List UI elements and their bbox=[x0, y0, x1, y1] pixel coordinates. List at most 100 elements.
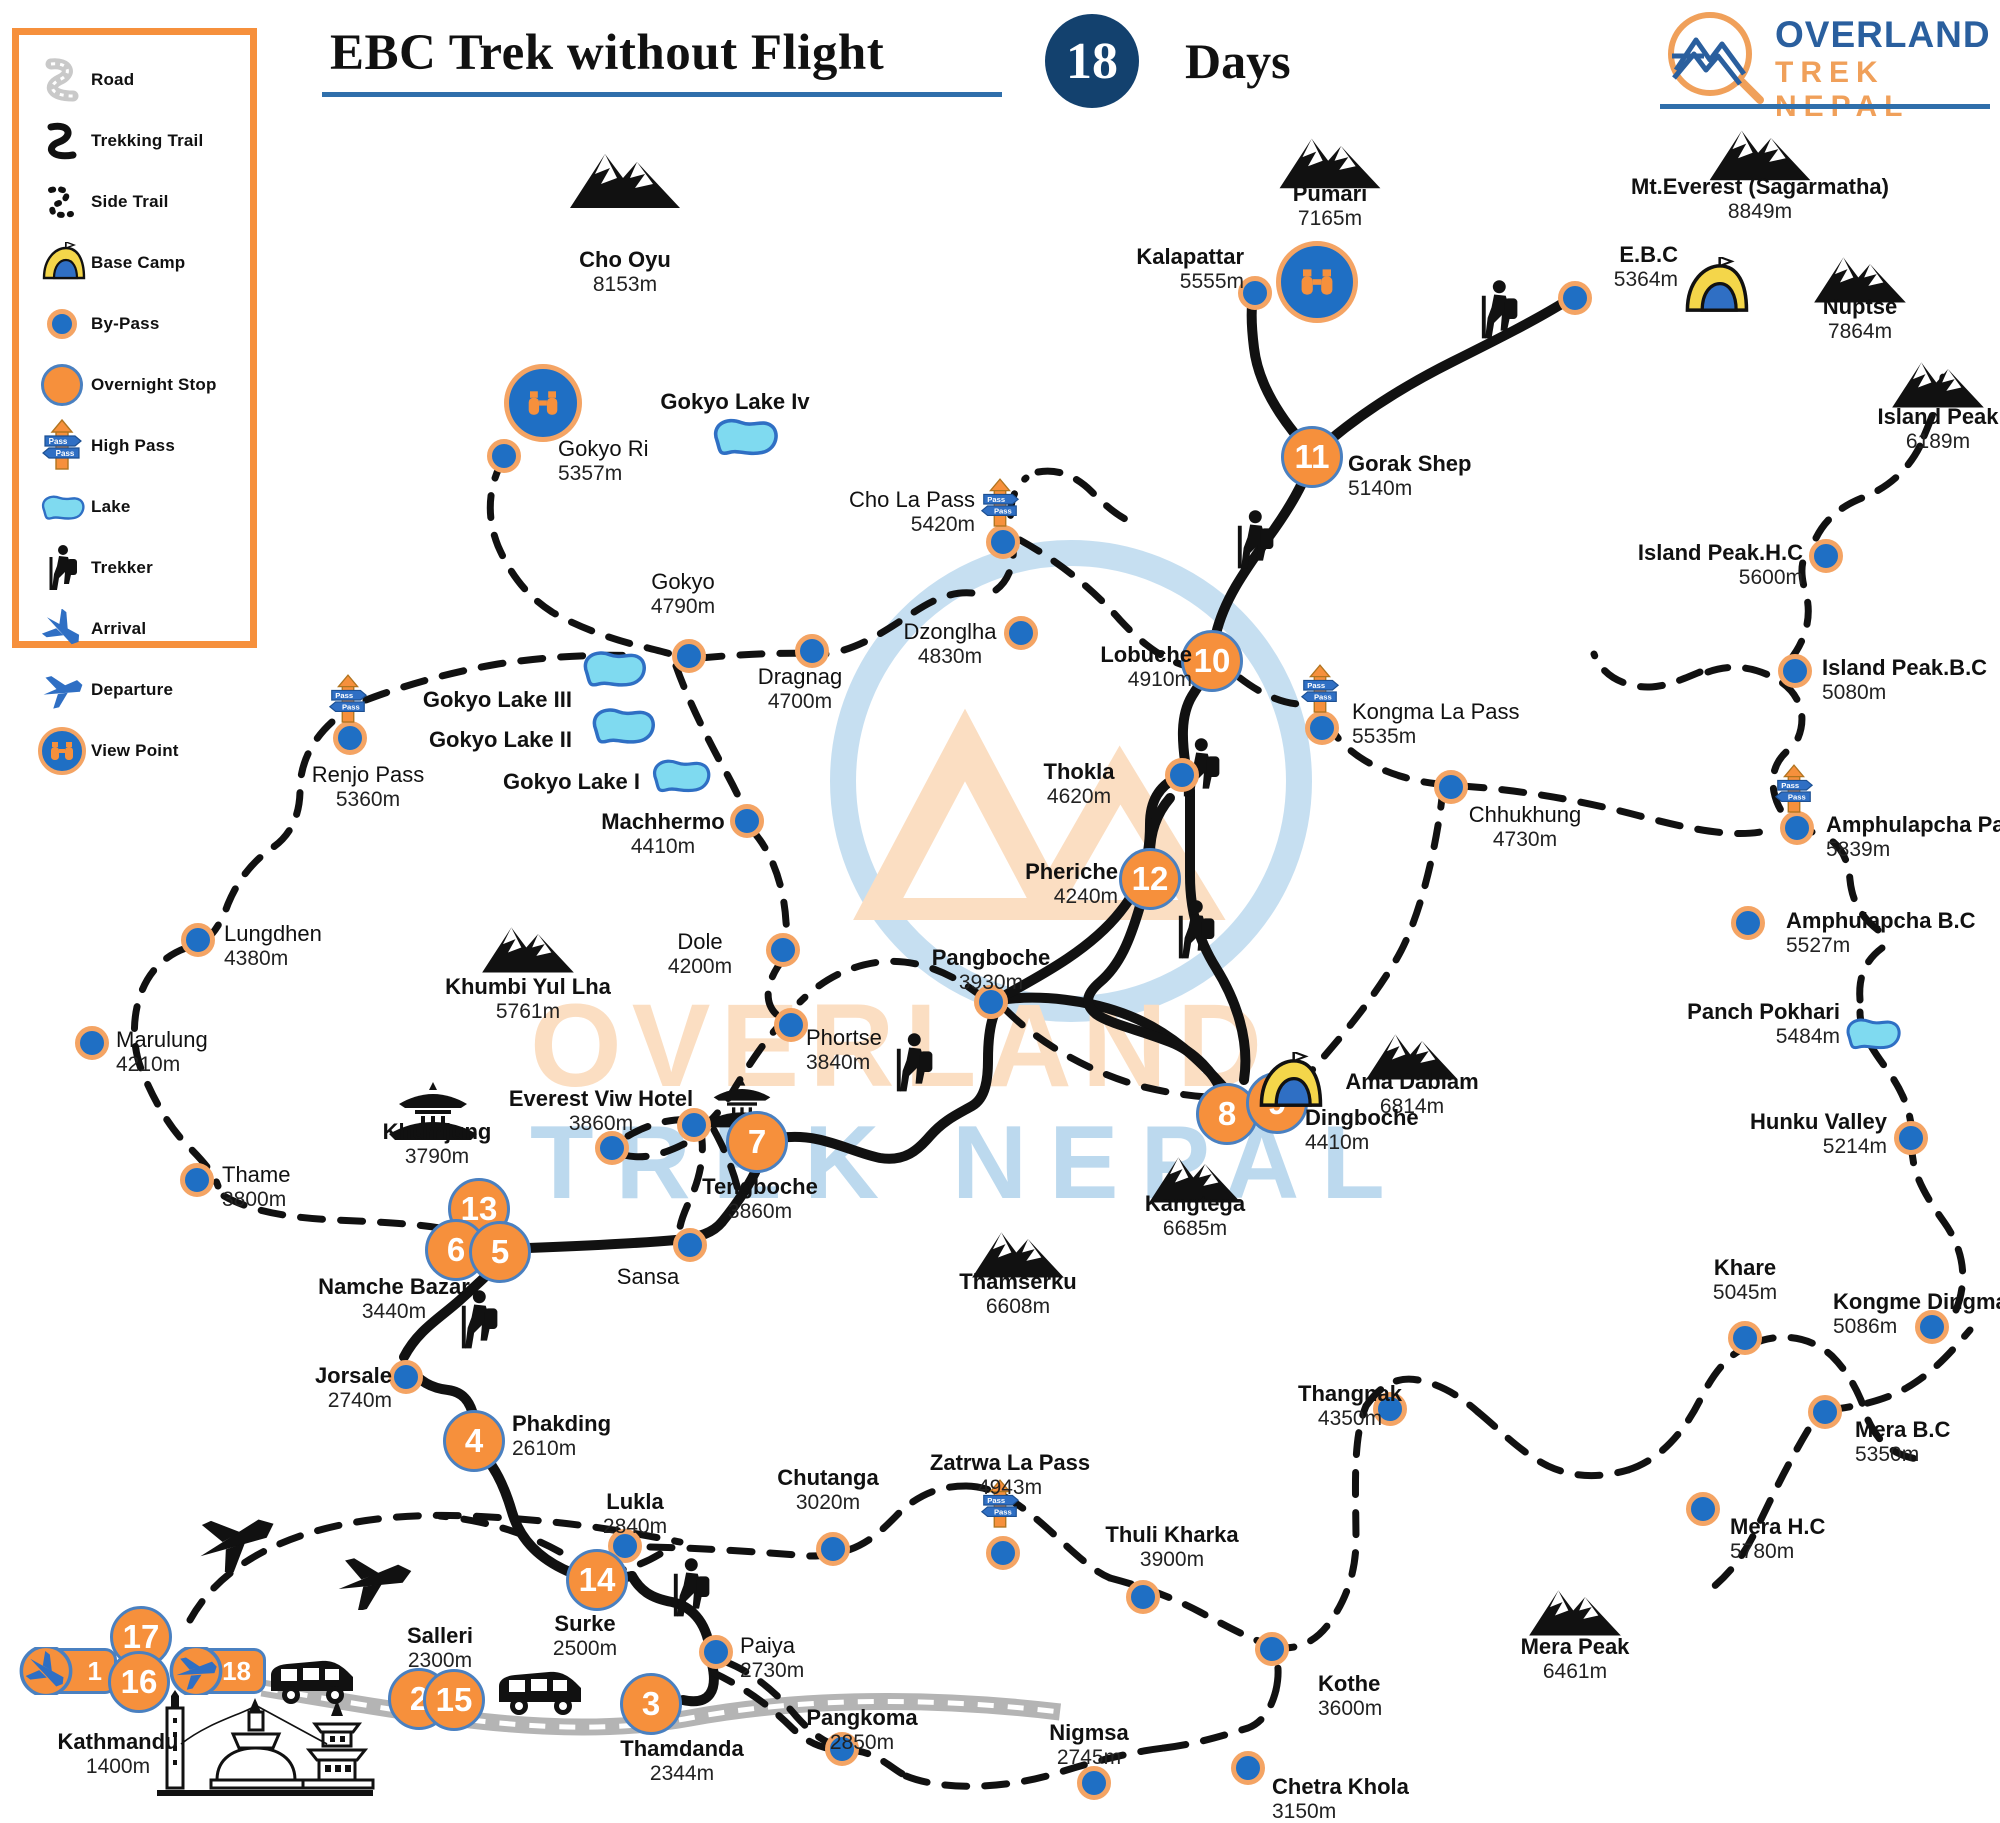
by-pass-dot-machhermo[interactable] bbox=[730, 804, 764, 838]
by-pass-dot-island-peak-bc[interactable] bbox=[1778, 654, 1812, 688]
by-pass-dot-dragnag[interactable] bbox=[795, 634, 829, 668]
by-pass-dot-amphulapcha-pass[interactable] bbox=[1780, 811, 1814, 845]
mountain-icon-kangtega bbox=[1149, 1157, 1241, 1203]
label-mera-hc: Mera H.C 5780m bbox=[1730, 1514, 1826, 1563]
by-pass-dot-mera-bc[interactable] bbox=[1808, 1395, 1842, 1429]
legend-item-high-pass: Pass Pass High Pass bbox=[33, 415, 242, 476]
logo-mountain-icon bbox=[1668, 12, 1764, 104]
vehicle-icon-kathmandu bbox=[271, 1660, 353, 1704]
by-pass-dot-lungdhen[interactable] bbox=[181, 923, 215, 957]
overnight-stop-12[interactable]: 12 bbox=[1119, 848, 1181, 910]
view-point-icon bbox=[33, 726, 91, 776]
label-khumjung: Khumjung 3790m bbox=[382, 1119, 492, 1168]
by-pass-dot-phortse[interactable] bbox=[774, 1008, 808, 1042]
label-kangtega: Kangtega 6685m bbox=[1144, 1191, 1246, 1240]
arrival-plane-icon bbox=[33, 604, 91, 654]
overnight-stop-3[interactable]: 3 bbox=[620, 1673, 682, 1735]
view-point-icon-kalapattar[interactable] bbox=[1276, 241, 1358, 323]
by-pass-dot-pangkoma[interactable] bbox=[825, 1732, 859, 1766]
by-pass-dot-everest-view-hotel[interactable] bbox=[677, 1108, 711, 1142]
by-pass-dot-paiya[interactable] bbox=[699, 1635, 733, 1669]
label-thangnak: Thangnak 4350m bbox=[1298, 1381, 1402, 1430]
by-pass-dot-chhukhung[interactable] bbox=[1434, 770, 1468, 804]
by-pass-dot-gokyo[interactable] bbox=[672, 639, 706, 673]
by-pass-dot-kothe[interactable] bbox=[1255, 1632, 1289, 1666]
by-pass-dot-zatrwa-la-pass[interactable] bbox=[986, 1536, 1020, 1570]
overnight-stop-icon bbox=[33, 360, 91, 410]
by-pass-dot-khumjung[interactable] bbox=[595, 1131, 629, 1165]
by-pass-dot-mera-hc[interactable] bbox=[1686, 1492, 1720, 1526]
label-paiya: Paiya 2730m bbox=[740, 1633, 805, 1682]
page-title: EBC Trek without Flight bbox=[330, 25, 885, 81]
label-nigmsa: Nigmsa 2745m bbox=[1049, 1720, 1129, 1769]
overnight-stop-10[interactable]: 10 bbox=[1181, 630, 1243, 692]
by-pass-dot-nigmsa[interactable] bbox=[1077, 1766, 1111, 1800]
by-pass-dot-thame[interactable] bbox=[180, 1163, 214, 1197]
label-phortse: Phortse 3840m bbox=[806, 1025, 882, 1074]
label-thuli-kharka: Thuli Kharka 3900m bbox=[1105, 1522, 1239, 1571]
label-surke: Surke 2500m bbox=[552, 1611, 618, 1660]
trekker-icon-pangboche bbox=[896, 1033, 933, 1092]
by-pass-dot-thokla[interactable] bbox=[1165, 758, 1199, 792]
by-pass-dot-jorsale[interactable] bbox=[389, 1360, 423, 1394]
by-pass-dot-dzonglha[interactable] bbox=[1004, 616, 1038, 650]
overnight-stop-7[interactable]: 7 bbox=[726, 1111, 788, 1173]
legend-label: Road bbox=[91, 69, 135, 89]
by-pass-dot-dole[interactable] bbox=[766, 933, 800, 967]
label-renjo-pass: Renjo Pass 5360m bbox=[311, 762, 425, 811]
by-pass-dot-sansa[interactable] bbox=[673, 1228, 707, 1262]
map-header: EBC Trek without Flight 18 Days OVERLAND… bbox=[0, 0, 2000, 123]
by-pass-dot-khare[interactable] bbox=[1728, 1321, 1762, 1355]
mountain-icon-thamserku bbox=[972, 1232, 1064, 1278]
svg-text:Pass: Pass bbox=[342, 703, 360, 712]
mountain-icon-island-peak bbox=[1892, 362, 1984, 408]
label-dole: Dole 4200m bbox=[667, 929, 733, 978]
lake-gokyo-ii bbox=[592, 708, 655, 744]
by-pass-dot-ebc[interactable] bbox=[1558, 281, 1592, 315]
by-pass-dot-kongme-dingma[interactable] bbox=[1915, 1310, 1949, 1344]
kathmandu-skyline-icon bbox=[157, 1690, 375, 1796]
label-amphulapcha-pass: Amphulapcha Pass 5839m bbox=[1826, 812, 2000, 861]
label-thamserku: Thamserku 6608m bbox=[959, 1269, 1077, 1318]
by-pass-dot-hunku-valley[interactable] bbox=[1894, 1121, 1928, 1155]
label-marulung: Marulung 4210m bbox=[116, 1027, 208, 1076]
by-pass-dot-island-peak-hc[interactable] bbox=[1809, 539, 1843, 573]
by-pass-dot-kalapattar[interactable] bbox=[1238, 276, 1272, 310]
mountain-icon-pumari bbox=[1279, 138, 1381, 189]
mountain-icon-cho-oyu bbox=[570, 154, 680, 208]
legend-item-departure: Departure bbox=[33, 659, 242, 720]
label-tengboche: Tengboche 3860m bbox=[702, 1174, 818, 1223]
label-pumari: Pumari 7165m bbox=[1292, 181, 1368, 230]
by-pass-dot-chutanga[interactable] bbox=[816, 1532, 850, 1566]
airplane-icon-left bbox=[200, 1519, 274, 1572]
overnight-stop-11[interactable]: 11 bbox=[1281, 426, 1343, 488]
logo-line1: OVERLAND bbox=[1775, 14, 1991, 55]
label-gorak-shep: Gorak Shep 5140m bbox=[1348, 451, 1472, 500]
overnight-stop-4[interactable]: 4 bbox=[443, 1410, 505, 1472]
days-badge: 18 bbox=[1045, 14, 1139, 108]
by-pass-dot-thangnak[interactable] bbox=[1373, 1392, 1407, 1426]
overnight-stop-5[interactable]: 5 bbox=[469, 1221, 531, 1283]
by-pass-dot-gokyo-ri[interactable] bbox=[487, 439, 521, 473]
by-pass-dot-marulung[interactable] bbox=[75, 1026, 109, 1060]
legend-item-trekker: Trekker bbox=[33, 537, 242, 598]
svg-text:Pass: Pass bbox=[56, 449, 75, 458]
by-pass-dot-chetra-khola[interactable] bbox=[1231, 1751, 1265, 1785]
overnight-stop-14[interactable]: 14 bbox=[566, 1549, 628, 1611]
by-pass-dot-icon bbox=[33, 299, 91, 349]
overnight-stop-16[interactable]: 16 bbox=[108, 1651, 170, 1713]
high-pass-icon-zatrwa-la: Pass Pass bbox=[980, 1479, 1020, 1528]
label-chhukhung: Chhukhung 4730m bbox=[1468, 802, 1582, 851]
label-phakding: Phakding 2610m bbox=[512, 1411, 612, 1460]
view-point-icon-gokyo-ri[interactable] bbox=[504, 364, 582, 442]
logo-underline bbox=[1660, 104, 1990, 109]
legend-item-base-camp: Base Camp bbox=[33, 232, 242, 293]
by-pass-dot-amphulapcha-bc[interactable] bbox=[1731, 906, 1765, 940]
temple-icon-khumjung bbox=[389, 1082, 477, 1140]
arrival-plane-icon-kathmandu bbox=[19, 1647, 73, 1695]
by-pass-dot-renjo-pass[interactable] bbox=[333, 721, 367, 755]
departure-plane-icon-kathmandu bbox=[169, 1647, 223, 1695]
overnight-stop-15[interactable]: 15 bbox=[423, 1669, 485, 1731]
by-pass-dot-thuli-kharka[interactable] bbox=[1126, 1580, 1160, 1614]
airplane-icon-right bbox=[338, 1558, 412, 1610]
